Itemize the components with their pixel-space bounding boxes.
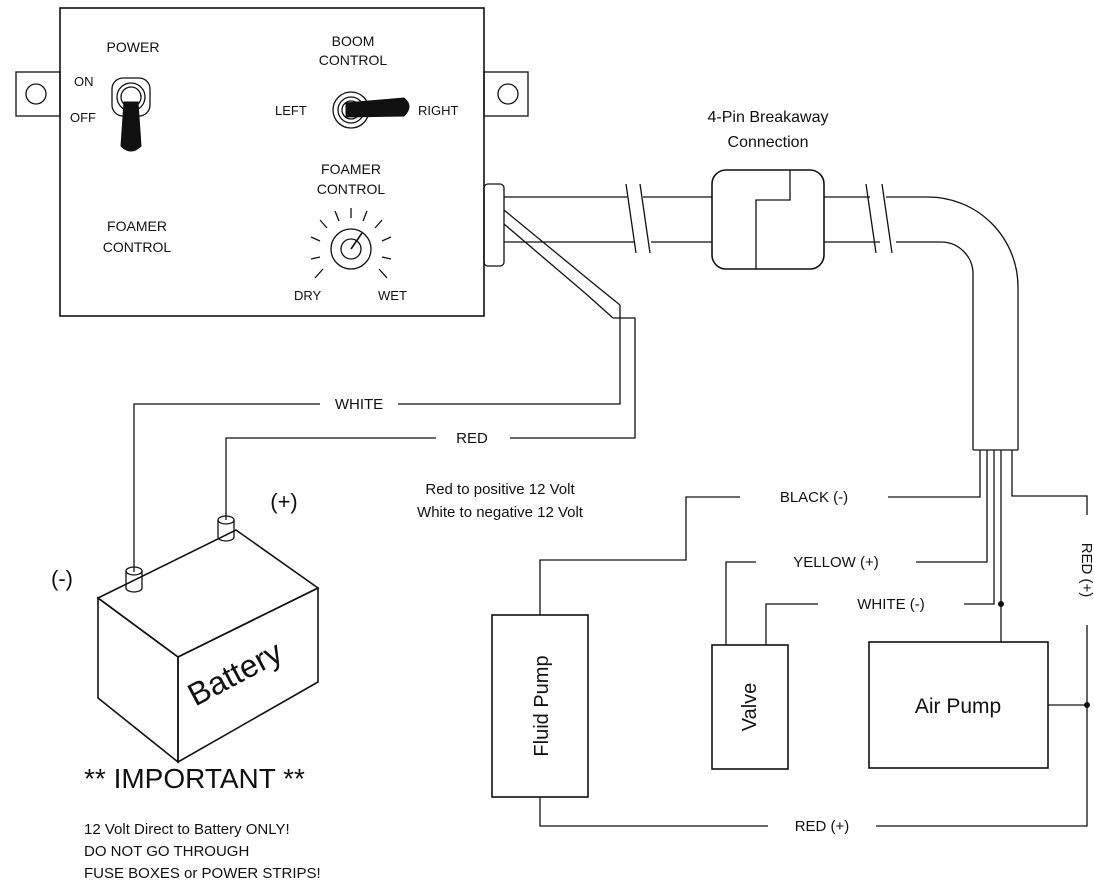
air-pump-label: Air Pump (915, 695, 1001, 718)
yellow-wire-label: YELLOW (+) (793, 554, 878, 571)
red-wire (510, 317, 636, 439)
white-neg-wire (964, 450, 995, 605)
main-cable (504, 183, 1019, 451)
control-box: POWER ON OFF BOOM CONTROL LEFT RIGHT FOA… (15, 7, 529, 317)
positive-terminal (217, 515, 235, 542)
power-leads (133, 209, 636, 572)
red-pos-vertical-label: RED (+) (1078, 543, 1094, 598)
foamer-side-label-line2: CONTROL (103, 239, 172, 255)
power-label: POWER (107, 39, 160, 55)
cable-grommet (483, 183, 505, 267)
connector-label-line2: Connection (728, 134, 809, 151)
foamer-control-dial[interactable] (310, 208, 392, 279)
off-label: OFF (70, 110, 96, 125)
foamer-dial-label-line1: FOAMER (321, 161, 381, 177)
negative-terminal (125, 566, 143, 593)
left-mounting-tab (15, 71, 61, 117)
breakaway-connector (711, 169, 825, 270)
cable-break-mark (625, 183, 637, 254)
white-wire (398, 305, 621, 405)
foamer-side-label-line1: FOAMER (107, 218, 167, 234)
warning-line1: 12 Volt Direct to Battery ONLY! (84, 821, 290, 838)
cable-break-mark-2 (865, 183, 877, 254)
junction-dot (998, 601, 1004, 607)
right-mount-hole (497, 83, 519, 105)
battery-front (177, 586, 319, 764)
battery: Battery (96, 515, 320, 764)
harness-wires (539, 450, 1090, 827)
battery-positive-label: (+) (270, 489, 298, 514)
red-pos-wire (1011, 450, 1088, 515)
red-pos-bottom-label: RED (+) (795, 818, 850, 835)
left-mount-hole (25, 83, 47, 105)
battery-top (96, 529, 320, 658)
junction-dot-2 (1084, 702, 1090, 708)
right-label: RIGHT (418, 103, 459, 118)
valve-label: Valve (739, 683, 761, 732)
control-box-frame (59, 7, 485, 317)
battery-side (97, 596, 179, 764)
white-neg-wire-label: WHITE (-) (857, 596, 924, 613)
black-wire (888, 450, 981, 498)
fluid-pump: Fluid Pump (491, 614, 589, 798)
note-line1: Red to positive 12 Volt (425, 481, 575, 498)
black-wire-label: BLACK (-) (780, 489, 848, 506)
power-toggle-switch[interactable] (111, 77, 151, 152)
fluid-pump-label: Fluid Pump (531, 655, 553, 756)
on-label: ON (74, 74, 94, 89)
warning-title: ** IMPORTANT ** (84, 763, 305, 794)
warning-line2: DO NOT GO THROUGH (84, 843, 249, 860)
yellow-wire (916, 450, 988, 563)
left-label: LEFT (275, 103, 307, 118)
connector-label-line1: 4-Pin Breakaway (708, 109, 829, 126)
red-wire-label: RED (456, 430, 488, 447)
note-line2: White to negative 12 Volt (417, 504, 584, 521)
right-mounting-tab (483, 71, 529, 117)
battery-negative-label: (-) (51, 566, 73, 591)
air-pump: Air Pump (868, 641, 1049, 769)
warning-line3: FUSE BOXES or POWER STRIPS! (84, 865, 321, 882)
foamer-dial-label-line2: CONTROL (317, 181, 386, 197)
valve: Valve (711, 644, 789, 770)
boom-toggle-switch[interactable] (332, 91, 410, 129)
white-wire-label: WHITE (335, 396, 383, 413)
wet-label: WET (378, 288, 407, 303)
dry-label: DRY (294, 288, 322, 303)
boom-label-line1: BOOM (332, 33, 375, 49)
battery-label: Battery (182, 634, 288, 713)
boom-label-line2: CONTROL (319, 52, 388, 68)
